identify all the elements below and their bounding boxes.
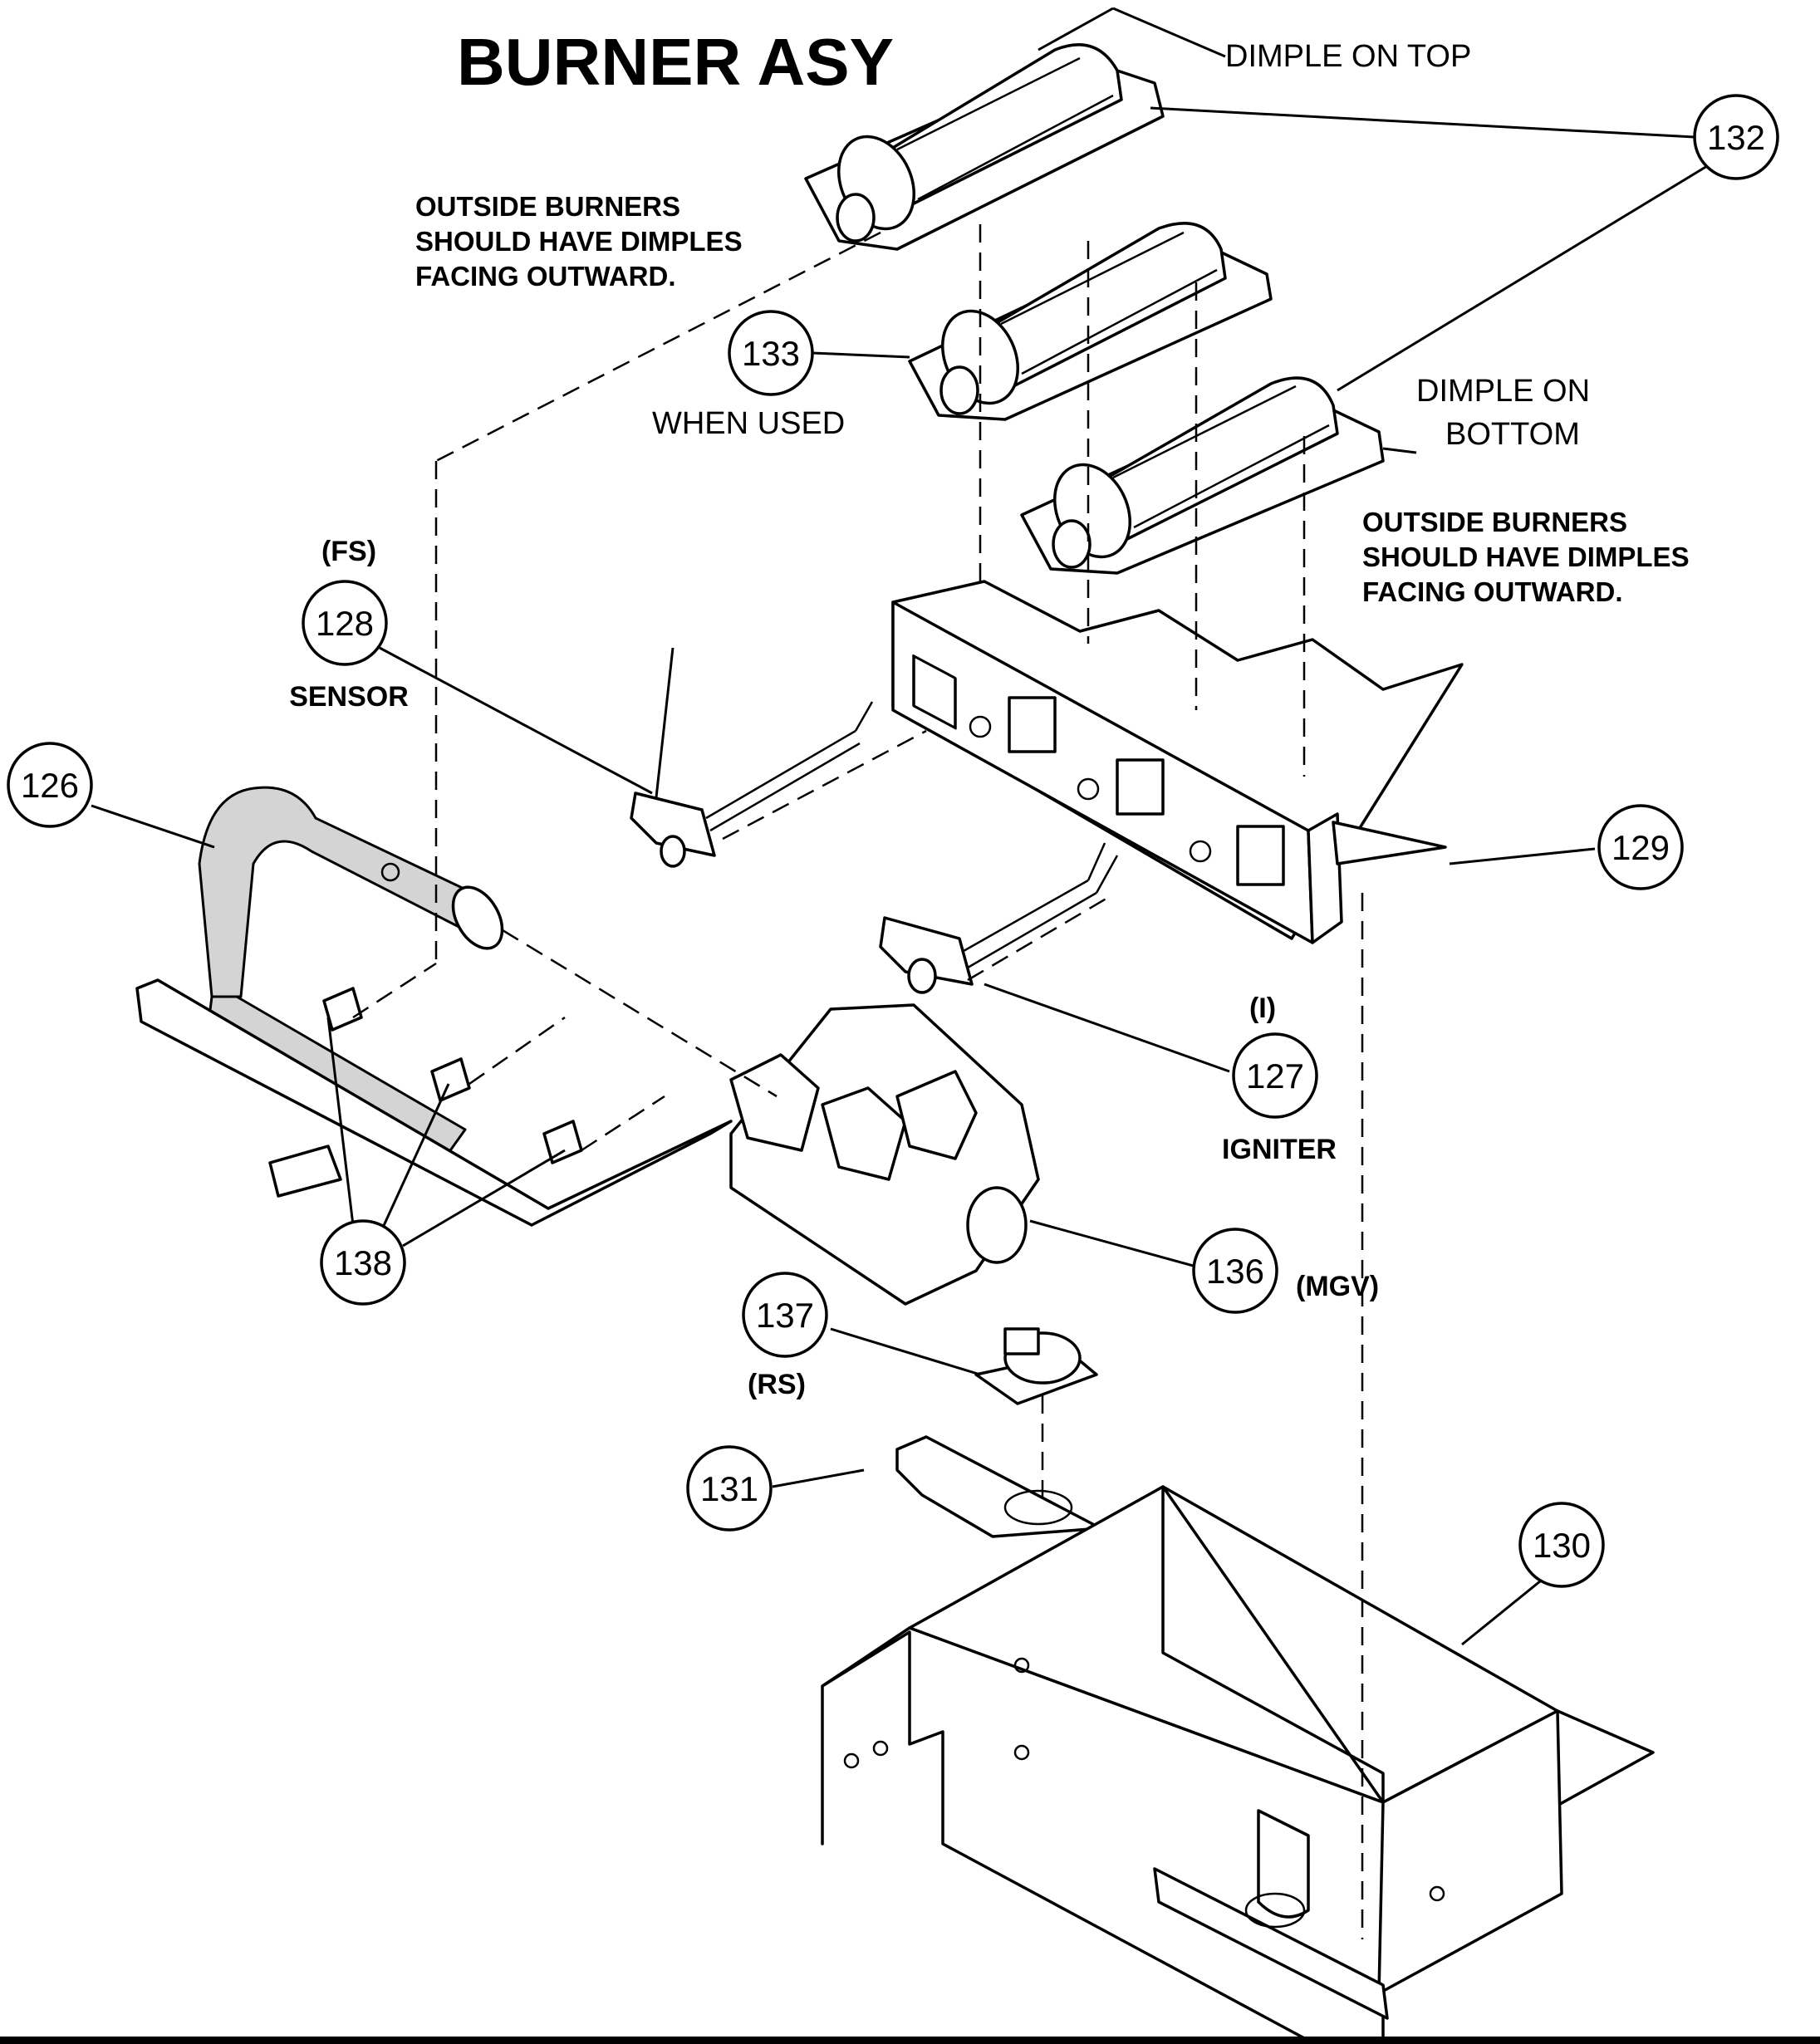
callout-code: (MGV)	[1296, 1271, 1379, 1302]
alignment-lines	[352, 224, 1364, 1939]
burner-top	[804, 43, 1165, 251]
flame-sensor	[630, 701, 874, 868]
note-outside-left-2: SHOULD HAVE DIMPLES	[415, 226, 743, 257]
callout-number: 126	[21, 766, 79, 805]
burner-middle	[908, 222, 1273, 421]
callout-128: (FS) 128 SENSOR	[289, 536, 409, 713]
callout-136: 136 (MGV)	[1192, 1228, 1379, 1314]
callout-number: 129	[1612, 828, 1670, 867]
bottom-border	[0, 2037, 1820, 2044]
callout-caption: IGNITER	[1222, 1134, 1337, 1165]
callout-137: 137 (RS)	[742, 1272, 828, 1400]
callout-number: 138	[334, 1243, 392, 1282]
burner-box	[821, 1485, 1655, 2044]
note-outside-right-1: OUTSIDE BURNERS	[1362, 507, 1627, 537]
callout-caption: SENSOR	[289, 681, 409, 713]
note-outside-right-3: FACING OUTWARD.	[1362, 576, 1622, 607]
note-dimple-on-bottom-2: BOTTOM	[1445, 417, 1580, 452]
callout-code: (RS)	[748, 1369, 806, 1400]
callout-number: 133	[742, 334, 800, 373]
callout-code: (FS)	[321, 536, 376, 567]
callout-129: 129	[1597, 804, 1684, 890]
callout-127: (I) 127 IGNITER	[1222, 993, 1337, 1165]
diagram-title: BURNER ASY	[457, 25, 894, 99]
leader-lines	[91, 7, 1708, 1646]
note-dimple-on-top: DIMPLE ON TOP	[1225, 39, 1471, 74]
note-dimple-on-bottom-1: DIMPLE ON	[1416, 374, 1590, 409]
callout-133: 133	[728, 310, 814, 396]
callout-131: 131	[686, 1445, 773, 1532]
callout-number: 127	[1246, 1056, 1304, 1096]
switch-bracket	[895, 1435, 1102, 1538]
callout-138: 138	[320, 1219, 406, 1306]
callout-code: (I)	[1249, 993, 1276, 1024]
note-outside-right-2: SHOULD HAVE DIMPLES	[1362, 542, 1690, 572]
burner-bottom	[1020, 376, 1385, 575]
callout-number: 130	[1533, 1526, 1591, 1565]
callout-number: 132	[1707, 118, 1765, 157]
note-outside-left-1: OUTSIDE BURNERS	[415, 191, 680, 222]
gas-valve	[729, 1003, 1040, 1306]
note-outside-left-3: FACING OUTWARD.	[415, 261, 675, 292]
note-when-used: WHEN USED	[652, 406, 845, 441]
gas-manifold	[135, 786, 733, 1227]
callout-130: 130	[1518, 1502, 1605, 1588]
igniter	[879, 842, 1119, 994]
burner-bracket	[891, 580, 1464, 944]
callout-number: 136	[1206, 1252, 1264, 1291]
callout-number: 137	[756, 1296, 814, 1335]
callout-number: 128	[316, 604, 374, 643]
callout-number: 131	[700, 1469, 758, 1508]
callout-132: 132	[1693, 94, 1779, 180]
orifices	[322, 987, 583, 1164]
callout-126: 126	[7, 742, 93, 828]
rollout-switch	[974, 1327, 1098, 1405]
